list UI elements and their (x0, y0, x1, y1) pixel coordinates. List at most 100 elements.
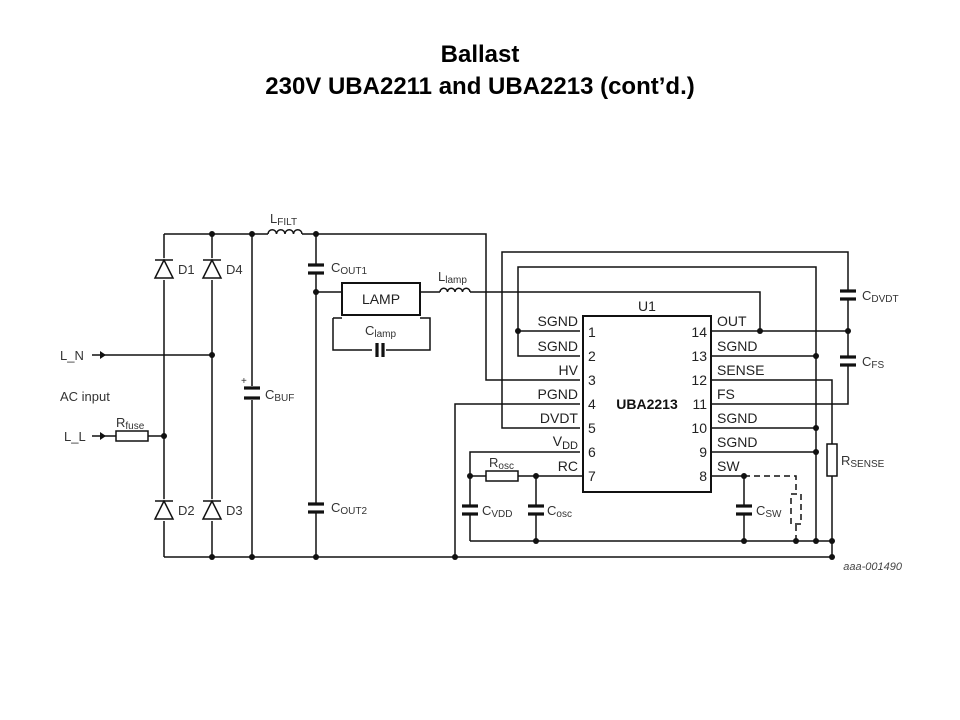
cout2-subscript: OUT2 (340, 506, 367, 517)
inductor-lfilt: LFILT (267, 211, 303, 235)
capacitor-cosc: Cosc (528, 503, 572, 520)
figure-reference: aaa-001490 (843, 561, 903, 573)
lfilt-subscript: FILT (277, 217, 297, 228)
junction-dot (161, 433, 167, 439)
slide-subtitle: 230V UBA2211 and UBA2213 (cont’d.) (265, 73, 695, 100)
pin-name: RC (558, 458, 578, 474)
junction-dot (209, 231, 215, 237)
cosc-label: C (547, 503, 556, 518)
pin-number: 6 (588, 444, 596, 460)
capacitor-cdvdt: CDVDT (840, 288, 899, 305)
junction-dot (209, 554, 215, 560)
rosc-subscript: osc (498, 461, 514, 472)
junction-dot (533, 538, 539, 544)
diode-d3-label: D3 (226, 503, 243, 518)
svg-text:Rosc: Rosc (489, 455, 514, 472)
resistor-rfuse: Rfuse (115, 415, 149, 442)
llamp-label: L (438, 269, 445, 284)
svg-text:COUT1: COUT1 (331, 260, 367, 277)
arrow-icon (100, 351, 106, 359)
junction-dot (793, 538, 799, 544)
pin-number: 11 (692, 396, 707, 412)
cvdd-subscript: VDD (491, 509, 512, 520)
ic-ref: U1 (638, 298, 656, 314)
rfuse-subscript: fuse (125, 421, 144, 432)
junction-dot (533, 473, 539, 479)
resistor-rsense: RSENSE (826, 443, 885, 477)
clamp-subscript: lamp (374, 329, 396, 340)
svg-text:Llamp: Llamp (438, 269, 467, 286)
ic-u1: U1 UBA2213 SGND 1 SGND 2 HV 3 PGND 4 DVD… (538, 298, 764, 493)
pin-name: HV (559, 362, 579, 378)
junction-dot (313, 231, 319, 237)
junction-dot (757, 328, 763, 334)
llamp-subscript: lamp (445, 275, 467, 286)
junction-dot (813, 538, 819, 544)
pin-name: SW (717, 458, 740, 474)
slide-title: Ballast (440, 41, 520, 68)
diode-d4-label: D4 (226, 262, 243, 277)
junction-dot (845, 328, 851, 334)
cbuf-label: C (265, 387, 274, 402)
pin-number: 10 (691, 420, 707, 436)
pin-name: SENSE (717, 362, 764, 378)
l-l-label: L_L (64, 429, 86, 444)
svg-text:COUT2: COUT2 (331, 500, 367, 517)
rosc-label: R (489, 455, 498, 470)
pin-name-subscript: DD (562, 440, 578, 452)
pin-name: SGND (717, 410, 757, 426)
ic-left-pins: SGND 1 SGND 2 HV 3 PGND 4 DVDT 5 VDD 6 R… (538, 313, 596, 484)
cfs-label: C (862, 354, 871, 369)
polarity-plus: + (241, 376, 247, 387)
svg-text:CBUF: CBUF (265, 387, 294, 404)
pin-number: 12 (691, 372, 707, 388)
input-l-l: L_L (64, 429, 106, 444)
pin-name: OUT (717, 313, 747, 329)
pin-number: 3 (588, 372, 596, 388)
pin-name: SGND (538, 338, 578, 354)
diode-d3: D3 (201, 499, 243, 521)
ic-right-pins: OUT 14 SGND 13 SENSE 12 FS 11 SGND 10 SG… (691, 313, 764, 484)
pin-number: 1 (588, 324, 596, 340)
pin-number: 5 (588, 420, 596, 436)
cosc-subscript: osc (556, 509, 572, 520)
capacitor-cvdd: CVDD (462, 503, 513, 520)
pin-number: 9 (699, 444, 707, 460)
junctions (161, 231, 851, 560)
pin-name: SGND (717, 338, 757, 354)
junction-dot (313, 289, 319, 295)
svg-text:CDVDT: CDVDT (862, 288, 899, 305)
rsense-subscript: SENSE (850, 459, 884, 470)
pin-number: 4 (588, 396, 596, 412)
resistor-rosc: Rosc (485, 455, 519, 482)
capacitor-csw: CSW (736, 503, 782, 520)
diode-d1-label: D1 (178, 262, 195, 277)
capacitor-cbuf: + CBUF (241, 376, 294, 404)
capacitor-cout2: COUT2 (308, 500, 367, 517)
cdvdt-subscript: DVDT (871, 294, 898, 305)
lamp-label: LAMP (362, 291, 400, 307)
pin-number: 8 (699, 468, 707, 484)
pin-name: V (553, 433, 563, 449)
svg-text:CSW: CSW (756, 503, 782, 520)
diode-d2: D2 (153, 499, 195, 521)
svg-text:VDD: VDD (553, 433, 578, 452)
svg-text:Cosc: Cosc (547, 503, 572, 520)
ic-part: UBA2213 (616, 396, 678, 412)
optional-component-dashed (790, 493, 802, 525)
junction-dot (829, 554, 835, 560)
rfuse-label: R (116, 415, 125, 430)
svg-text:Rfuse: Rfuse (116, 415, 145, 432)
pin-name: FS (717, 386, 735, 402)
pin-name: SGND (717, 434, 757, 450)
inductor-llamp: Llamp (438, 269, 471, 293)
pin-number: 14 (691, 324, 707, 340)
lfilt-label: L (270, 211, 277, 226)
junction-dot (813, 353, 819, 359)
junction-dot (209, 352, 215, 358)
pin-number: 2 (588, 348, 596, 364)
csw-subscript: SW (765, 509, 782, 520)
csw-label: C (756, 503, 765, 518)
junction-dot (741, 473, 747, 479)
cdvdt-label: C (862, 288, 871, 303)
